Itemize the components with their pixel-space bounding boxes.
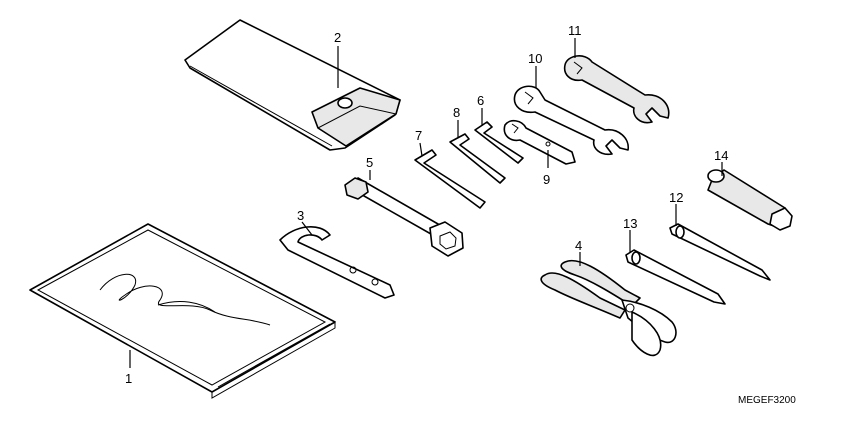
open-end-wrench-10-icon [513, 85, 629, 156]
spark-plug-wrench-icon [344, 177, 464, 257]
pin-spanner-icon [279, 226, 395, 299]
part-number-2: 2 [334, 30, 341, 45]
part-number-8: 8 [453, 105, 460, 120]
part-number-3: 3 [297, 208, 304, 223]
part-number-5: 5 [366, 155, 373, 170]
hex-wrench-6-icon [474, 121, 524, 164]
open-end-wrench-9-icon [503, 119, 576, 165]
diagram-code: MEGEF3200 [738, 395, 796, 406]
open-end-wrench-11-icon [563, 55, 670, 124]
part-number-7: 7 [415, 128, 422, 143]
screwdriver-12-icon [669, 223, 771, 281]
leader-line-3 [301, 221, 313, 236]
hex-wrench-8-icon [449, 133, 506, 184]
part-number-10: 10 [528, 51, 542, 66]
part-number-4: 4 [575, 238, 582, 253]
part-number-12: 12 [669, 190, 683, 205]
tool-bag-icon [184, 19, 401, 151]
part-number-11: 11 [568, 23, 582, 38]
part-number-13: 13 [623, 216, 637, 231]
leader-line-7 [419, 142, 423, 157]
owners-manual-icon [29, 223, 336, 399]
part-number-6: 6 [477, 93, 484, 108]
part-number-1: 1 [125, 371, 132, 386]
screwdriver-grip-icon [707, 169, 793, 231]
part-number-9: 9 [543, 172, 550, 187]
part-number-14: 14 [714, 148, 728, 163]
hex-wrench-7-icon [414, 149, 486, 209]
pliers-icon [540, 259, 677, 357]
screwdriver-13-icon [625, 249, 726, 305]
